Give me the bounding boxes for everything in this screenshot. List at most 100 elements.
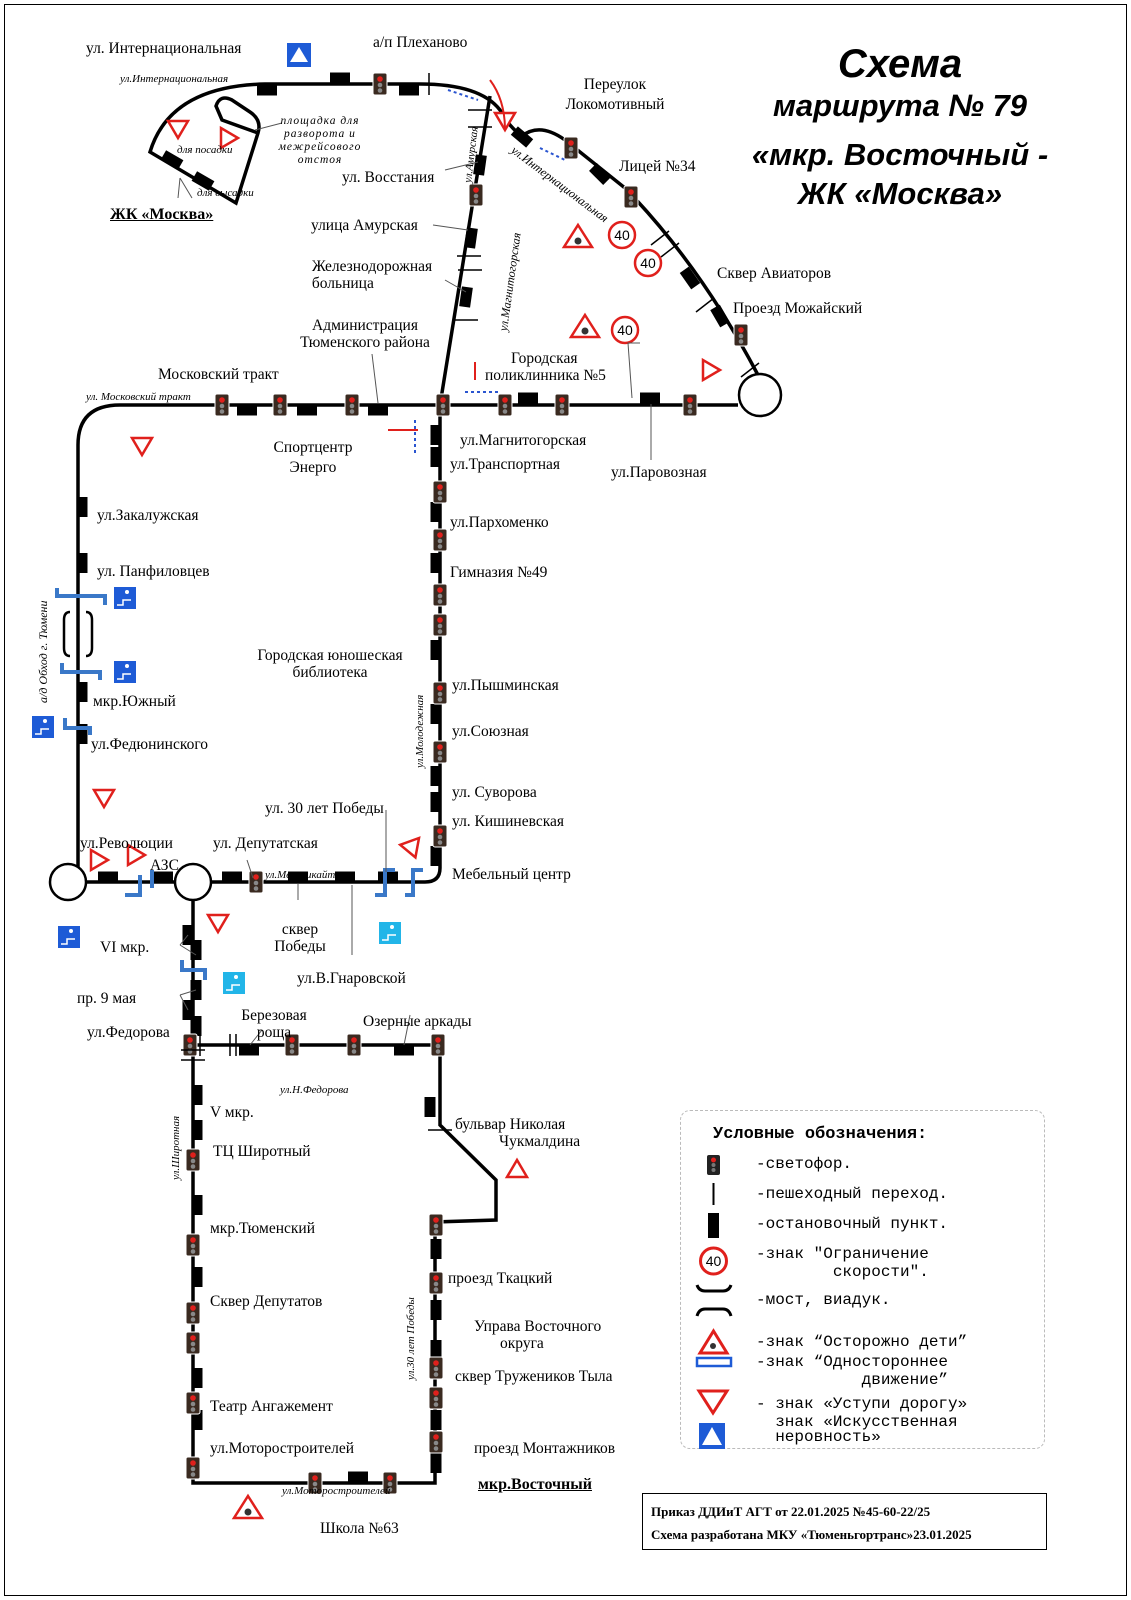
children-warning-icon — [561, 222, 595, 249]
traffic-light-amber — [289, 1043, 295, 1049]
crosswalk-icon — [740, 362, 760, 378]
route-magnitogorskaya — [438, 95, 492, 406]
bus-stop-icon — [191, 1085, 203, 1105]
traffic-light-amber — [437, 593, 443, 599]
traffic-light-red — [312, 1475, 318, 1481]
traffic-light-amber — [687, 403, 693, 409]
speed-limit-value: 40 — [617, 322, 633, 338]
legend: Условные обозначения: 40 -светофор. -пеш… — [680, 1110, 1045, 1449]
stop-label-line: библиотека — [292, 664, 368, 681]
traffic-light-green — [435, 1049, 441, 1054]
legend-item: -мост, виадук. — [756, 1291, 891, 1309]
traffic-light-green — [349, 409, 355, 414]
traffic-light-green — [277, 409, 283, 414]
traffic-light-green — [437, 496, 443, 501]
route-moskovsky-trakt — [76, 403, 738, 870]
legend-item: -знак “Одностороннее движение” — [756, 1353, 949, 1389]
crosswalk-icon — [650, 230, 670, 246]
person-glyph — [125, 664, 129, 668]
bus-stop-icon — [430, 704, 442, 724]
traffic-light-red — [473, 187, 479, 193]
bus-stop-icon — [473, 154, 487, 176]
stop-label-line: Переулок — [583, 76, 647, 93]
bus-stop-icon — [430, 846, 442, 866]
boarding-note: для посадки — [177, 144, 233, 156]
bus-stop-icon — [430, 766, 442, 786]
person-glyph — [390, 925, 394, 929]
leader-line — [254, 122, 283, 131]
traffic-light-green — [253, 886, 259, 891]
traffic-light-amber — [559, 403, 565, 409]
person-glyph — [234, 975, 238, 979]
traffic-light-red — [433, 1434, 439, 1440]
traffic-light-amber — [738, 333, 744, 339]
traffic-light-red — [628, 189, 634, 195]
traffic-light-amber — [437, 623, 443, 629]
legend-item: -знак “Осторожно дети” — [756, 1333, 968, 1351]
traffic-light-green — [433, 1446, 439, 1451]
note-line: разворота и — [284, 128, 356, 140]
stop-label: ул. Кишиневская — [452, 813, 565, 830]
bus-stop-icon — [76, 497, 88, 517]
traffic-light-amber — [349, 403, 355, 409]
roundabout — [48, 862, 88, 902]
traffic-light-amber — [473, 193, 479, 199]
traffic-light-amber — [351, 1043, 357, 1049]
traffic-light-green — [190, 1249, 196, 1254]
traffic-light-red — [440, 397, 446, 403]
stop-label: сквер Тружеников Тыла — [455, 1368, 613, 1385]
title-line4: ЖК «Москва» — [797, 176, 1003, 211]
traffic-light-amber — [433, 1366, 439, 1372]
traffic-light-green — [190, 1164, 196, 1169]
pedestrian-underpass-icon — [223, 972, 245, 994]
stop-label: ул. Восстания — [342, 169, 435, 186]
stop-label: ул. Суворова — [452, 784, 537, 801]
yield-sign-icon — [126, 842, 148, 868]
traffic-light-red — [437, 685, 443, 691]
bus-stop-icon — [190, 940, 202, 960]
traffic-light-amber — [190, 1158, 196, 1164]
roundabout — [173, 862, 213, 902]
traffic-light-amber — [433, 1396, 439, 1402]
street-label: ул.Моторостроителей — [282, 1485, 391, 1497]
stop-label: ул. Депутатская — [213, 835, 318, 852]
street-label: ул.30 лет Победы — [405, 1297, 417, 1380]
traffic-light-red — [351, 1037, 357, 1043]
footer-developer: Схема разработана МКУ «Тюменьгортранс»23… — [651, 1527, 972, 1542]
bus-stop-icon — [297, 404, 317, 416]
stop-label: V мкр. — [210, 1104, 254, 1121]
bus-stop-icon — [430, 792, 442, 812]
pedestrian-underpass-icon — [114, 661, 136, 683]
traffic-light-amber — [437, 490, 443, 496]
stop-label: Озерные аркады — [363, 1013, 472, 1030]
person-glyph — [43, 719, 47, 723]
children-warning-icon — [568, 312, 602, 339]
bus-stop-icon — [424, 1097, 436, 1117]
bus-stop-icon — [710, 304, 730, 328]
stop-label-line: Городская — [511, 350, 578, 367]
stop-label: проезд Монтажников — [474, 1440, 616, 1457]
roundabout — [737, 372, 783, 418]
traffic-light-amber — [387, 1481, 393, 1487]
speed-bump-glyph — [290, 47, 308, 62]
crosswalk-icon — [660, 242, 680, 258]
stop-label: ул.В.Гнаровской — [297, 970, 406, 987]
blue-dashed-arrow — [447, 89, 479, 101]
note-line: площадка для — [280, 115, 360, 127]
pedestrian-underpass-bar — [125, 875, 142, 897]
legend-heading: Условные обозначения: — [713, 1125, 928, 1144]
traffic-light-green — [437, 629, 443, 634]
bus-stop-icon — [348, 1471, 368, 1483]
stop-label: Сквер Авиаторов — [717, 265, 832, 282]
traffic-light-red — [435, 1037, 441, 1043]
traffic-light-red — [377, 76, 383, 82]
bus-stop-icon — [160, 150, 184, 170]
person-glyph — [125, 590, 129, 594]
traffic-light-green — [628, 201, 634, 206]
crosswalk-icon — [695, 297, 715, 313]
bus-stop-icon — [430, 1300, 442, 1320]
traffic-light-red — [687, 397, 693, 403]
stop-label: ул.Пышминская — [452, 677, 559, 694]
